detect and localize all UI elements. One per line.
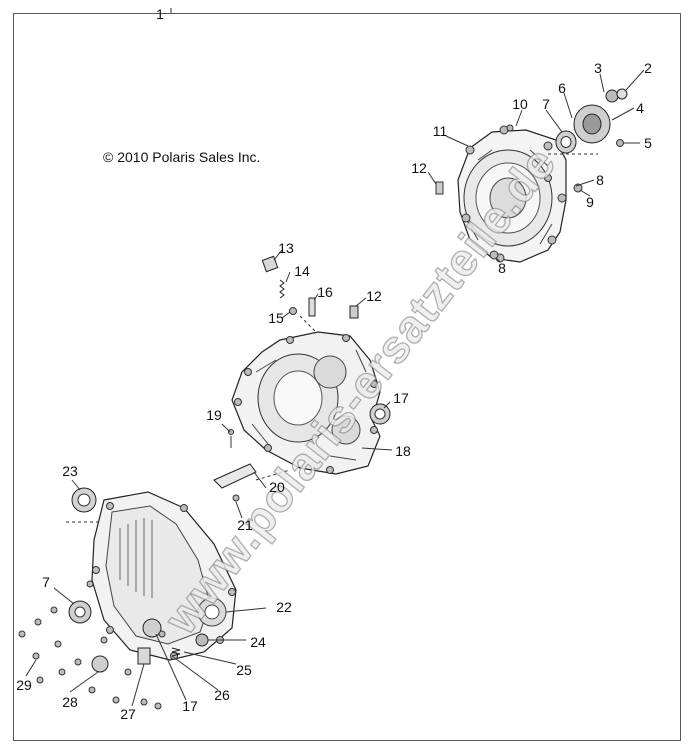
callout-c20: 20 bbox=[269, 479, 285, 495]
callout-c22: 22 bbox=[276, 599, 292, 615]
callout-c16: 16 bbox=[317, 284, 333, 300]
callout-c6: 6 bbox=[558, 80, 566, 96]
callout-c13: 13 bbox=[278, 240, 294, 256]
callout-c24: 24 bbox=[250, 634, 266, 650]
callout-c1: 1 bbox=[156, 6, 164, 22]
callout-c8a: 8 bbox=[596, 172, 604, 188]
callout-c17b: 17 bbox=[182, 698, 198, 714]
callout-c19: 19 bbox=[206, 407, 222, 423]
callout-c26: 26 bbox=[214, 687, 230, 703]
callout-c12a: 12 bbox=[411, 160, 427, 176]
callout-c7a: 7 bbox=[542, 96, 550, 112]
callout-c5: 5 bbox=[644, 135, 652, 151]
callout-c12b: 12 bbox=[366, 288, 382, 304]
callout-c18: 18 bbox=[395, 443, 411, 459]
copyright-notice: © 2010 Polaris Sales Inc. bbox=[103, 149, 261, 165]
diagram-frame bbox=[13, 13, 681, 741]
callout-c14: 14 bbox=[294, 263, 310, 279]
callout-c25: 25 bbox=[236, 662, 252, 678]
callout-c8b: 8 bbox=[498, 260, 506, 276]
middle-case-assembly bbox=[213, 249, 393, 519]
callout-c11: 11 bbox=[432, 123, 448, 139]
callout-c29: 29 bbox=[16, 677, 32, 693]
callout-c4: 4 bbox=[636, 100, 644, 116]
callout-c7b: 7 bbox=[42, 574, 50, 590]
callout-c27: 27 bbox=[120, 706, 136, 722]
callout-c3: 3 bbox=[594, 60, 602, 76]
callout-c23: 23 bbox=[62, 463, 78, 479]
callout-c10: 10 bbox=[512, 96, 528, 112]
inner-case-assembly bbox=[18, 479, 267, 710]
callout-c21: 21 bbox=[237, 517, 253, 533]
callout-c9: 9 bbox=[586, 194, 594, 210]
outer-cover-assembly bbox=[427, 69, 645, 263]
callout-c28: 28 bbox=[62, 694, 78, 710]
callout-c17a: 17 bbox=[393, 390, 409, 406]
callout-c15: 15 bbox=[268, 310, 284, 326]
callout-c2: 2 bbox=[644, 60, 652, 76]
